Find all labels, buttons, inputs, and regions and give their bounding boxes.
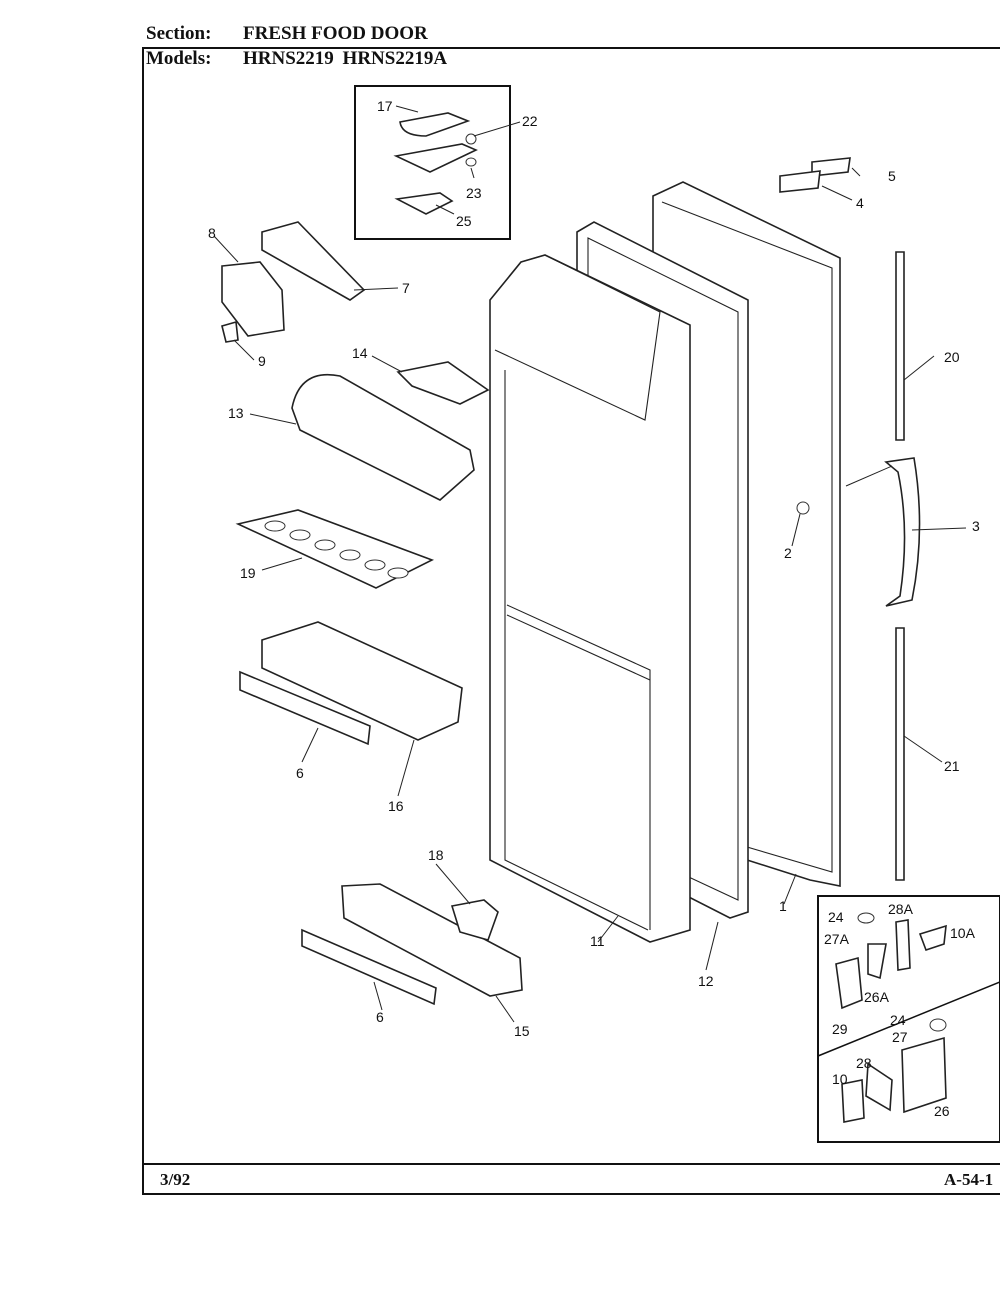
callout-26A: 26A: [864, 989, 890, 1005]
callout-24-lower: 24: [890, 1012, 906, 1028]
callout-25: 25: [456, 213, 472, 229]
callout-9: 9: [258, 353, 266, 369]
dispenser-rail: [261, 221, 366, 301]
callout-23: 23: [466, 185, 482, 201]
callout-6-lower: 6: [376, 1009, 384, 1025]
callout-18: 18: [428, 847, 444, 863]
callout-26: 26: [934, 1103, 950, 1119]
bin-retainer: [450, 899, 499, 941]
callout-11: 11: [590, 933, 605, 949]
callout-20: 20: [944, 349, 960, 365]
callout-12: 12: [698, 973, 714, 989]
handle-trim-lower: [895, 627, 905, 881]
nameplate-backing: [779, 170, 821, 193]
section-title: FRESH FOOD DOOR: [243, 23, 428, 44]
bin-trim-upper: [239, 670, 371, 746]
callout-10A: 10A: [950, 925, 976, 941]
egg-tray: [235, 509, 435, 589]
section-label: Section:: [146, 23, 212, 44]
clip: [221, 320, 239, 343]
hinge-inset: [817, 895, 1000, 1143]
handle-trim-upper: [895, 251, 905, 441]
cap-assembly-inset: [354, 85, 511, 240]
revision-date: 3/92: [160, 1170, 191, 1189]
callout-28A: 28A: [888, 901, 914, 917]
callout-1: 1: [779, 898, 787, 914]
callout-16: 16: [388, 798, 404, 814]
callout-29: 29: [832, 1021, 848, 1037]
callout-7: 7: [402, 280, 410, 296]
door-bin: [261, 621, 463, 741]
footer-rule: [142, 1163, 1000, 1165]
callout-13: 13: [228, 405, 244, 421]
callout-27: 27: [892, 1029, 908, 1045]
callout-5: 5: [888, 168, 896, 184]
callout-14: 14: [352, 345, 368, 361]
callout-4: 4: [856, 195, 864, 211]
callout-21: 21: [944, 758, 960, 774]
callout-6-upper: 6: [296, 765, 304, 781]
diagram-frame: [142, 47, 1000, 1195]
door-handle: [884, 457, 921, 607]
callout-27A: 27A: [824, 931, 850, 947]
page-code: A-54-1: [944, 1170, 994, 1189]
handle-fastener: [796, 501, 810, 515]
callout-15: 15: [514, 1023, 530, 1039]
callout-3: 3: [972, 518, 980, 534]
bin-trim-lower: [301, 928, 437, 1006]
callout-2: 2: [784, 545, 792, 561]
callout-19: 19: [240, 565, 256, 581]
models-label: Models:: [146, 48, 212, 69]
cover-bracket: [221, 261, 285, 337]
door-liner: [489, 254, 691, 943]
dairy-compartment-cover: [291, 374, 475, 501]
models-list: HRNS2219 HRNS2219A: [243, 48, 448, 69]
leader-lines: [213, 105, 967, 1023]
callout-22: 22: [522, 113, 538, 129]
callout-28: 28: [856, 1055, 872, 1071]
lower-door-bin: [341, 883, 523, 997]
callout-17: 17: [377, 98, 393, 114]
callout-10: 10: [832, 1071, 848, 1087]
small-tray: [396, 361, 490, 405]
callout-24-upper: 24: [828, 909, 844, 925]
callout-8: 8: [208, 225, 216, 241]
